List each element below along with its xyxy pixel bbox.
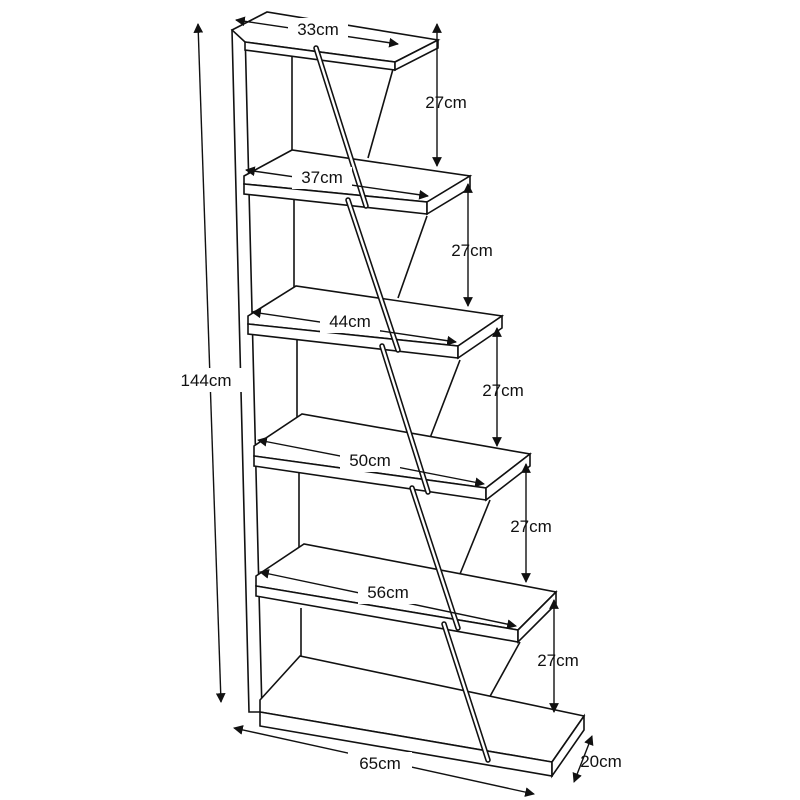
shelf-3-width-label: 44cm — [329, 312, 371, 331]
shelf-1-width-label: 33cm — [297, 20, 339, 39]
gap-5-label: 27cm — [537, 651, 579, 670]
metal-rods — [313, 45, 491, 763]
width-label: 65cm — [359, 754, 401, 773]
shelf-2-width-label: 37cm — [301, 168, 343, 187]
shelf-width-dimensions: 33cm 37cm 44cm 50cm 56cm — [235, 16, 517, 629]
support-legs — [367, 61, 521, 701]
shelf-gap-dimensions: 27cm 27cm 27cm 27cm 27cm — [425, 23, 579, 713]
gap-3-label: 27cm — [482, 381, 524, 400]
shelf-4-width-label: 50cm — [349, 451, 391, 470]
gap-4-label: 27cm — [510, 517, 552, 536]
gap-2-label: 27cm — [451, 241, 493, 260]
height-dimension: 144cm — [170, 23, 242, 703]
depth-label: 20cm — [580, 752, 622, 771]
gap-1-label: 27cm — [425, 93, 467, 112]
shelf-5-width-label: 56cm — [367, 583, 409, 602]
height-label: 144cm — [180, 371, 231, 390]
base-shelf — [259, 655, 586, 779]
depth-dimension: 20cm — [572, 735, 622, 783]
width-dimension: 65cm — [233, 725, 535, 797]
